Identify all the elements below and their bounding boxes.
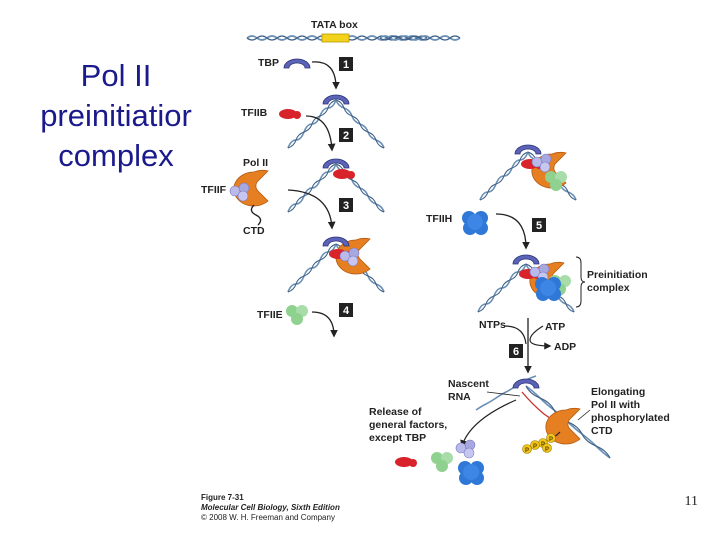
tfiih-label: TFIIH [426, 213, 452, 225]
tfiib-released [395, 457, 417, 467]
preinitiation-bracket [575, 256, 586, 308]
arrow-step3 [287, 189, 336, 230]
pol-ii-label: Pol II [243, 157, 268, 169]
figure-caption: Figure 7-31 Molecular Cell Biology, Sixt… [201, 493, 340, 523]
phosphorylated-ctd: P P P P P [522, 431, 561, 454]
elongating-label-2: Pol II with [591, 399, 640, 411]
step-number-2: 2 [343, 130, 349, 142]
step-box-2 [339, 128, 353, 142]
ntps-label: NTPs [479, 319, 506, 331]
tbp-label: TBP [258, 57, 279, 69]
dna-top [246, 35, 461, 41]
tata-box-label: TATA box [311, 19, 358, 31]
tfiie-label: TFIIE [257, 309, 283, 321]
elongating-label-4: CTD [591, 425, 613, 437]
tfiih-bound-5 [535, 277, 561, 301]
step-box-6 [509, 344, 523, 358]
tfiib-label: TFIIB [241, 107, 268, 119]
tfiie-released [431, 452, 453, 472]
arrow-atp-adp [529, 325, 552, 350]
svg-text:P: P [549, 437, 553, 443]
caption-book-title: Molecular Cell Biology, Sixth Edition [201, 503, 340, 512]
arrow-step1 [311, 61, 340, 90]
tata-box [321, 33, 350, 43]
arrow-step2 [305, 115, 336, 152]
tfiie-free [286, 305, 308, 325]
caption-figure-number: Figure 7-31 [201, 493, 244, 502]
atp-label: ATP [545, 321, 565, 333]
arrow-release [460, 399, 517, 448]
step-box-4 [339, 303, 353, 317]
preinitiation-label-1: Preinitiation [587, 269, 648, 281]
tfiif-label: TFIIF [201, 184, 227, 196]
tfiib-bound-2 [333, 169, 355, 179]
step-number-1: 1 [343, 59, 349, 71]
page-number: 11 [684, 494, 698, 509]
dna-stage-1 [287, 99, 385, 149]
caption-copyright: © 2008 W. H. Freeman and Company [201, 513, 335, 522]
svg-text:P: P [545, 447, 549, 453]
arrow-step4 [311, 311, 338, 338]
step-box-5 [532, 218, 546, 232]
arrow-ntps [504, 325, 527, 345]
tfiif-free [229, 182, 250, 202]
step-number-6: 6 [513, 346, 519, 358]
svg-text:P: P [525, 448, 529, 454]
tfiib-free [279, 109, 301, 119]
step-number-5: 5 [536, 220, 542, 232]
svg-text:P: P [533, 444, 537, 450]
ctd-tail [250, 204, 262, 226]
step-box-1 [339, 57, 353, 71]
release-label-3: except TBP [369, 432, 426, 444]
tfiif-released [455, 439, 476, 459]
tfiih-released [458, 461, 484, 485]
tbp-free [283, 58, 311, 69]
step-number-3: 3 [343, 200, 349, 212]
tbp-bound-2 [322, 158, 350, 169]
svg-text:P: P [541, 442, 545, 448]
elongating-label-3: phosphorylated [591, 412, 670, 424]
tfiih-free [462, 211, 488, 235]
ctd-label: CTD [243, 225, 265, 237]
tbp-bound-5 [512, 254, 540, 265]
slide-title: Pol II preinitiatior complex [40, 58, 192, 173]
release-label-1: Release of [369, 406, 422, 418]
elongating-pointer [577, 409, 591, 421]
tbp-bound-1 [322, 94, 350, 105]
elongating-label-1: Elongating [591, 386, 645, 398]
release-label-2: general factors, [369, 419, 447, 431]
nascent-rna-label-2: RNA [448, 391, 471, 403]
arrow-step5 [495, 213, 530, 250]
step-number-4: 4 [343, 305, 350, 317]
nascent-rna-pointer [486, 391, 521, 397]
adp-label: ADP [554, 341, 576, 353]
preinitiation-label-2: complex [587, 282, 630, 294]
nascent-rna-label-1: Nascent [448, 378, 489, 390]
step-box-3 [339, 198, 353, 212]
